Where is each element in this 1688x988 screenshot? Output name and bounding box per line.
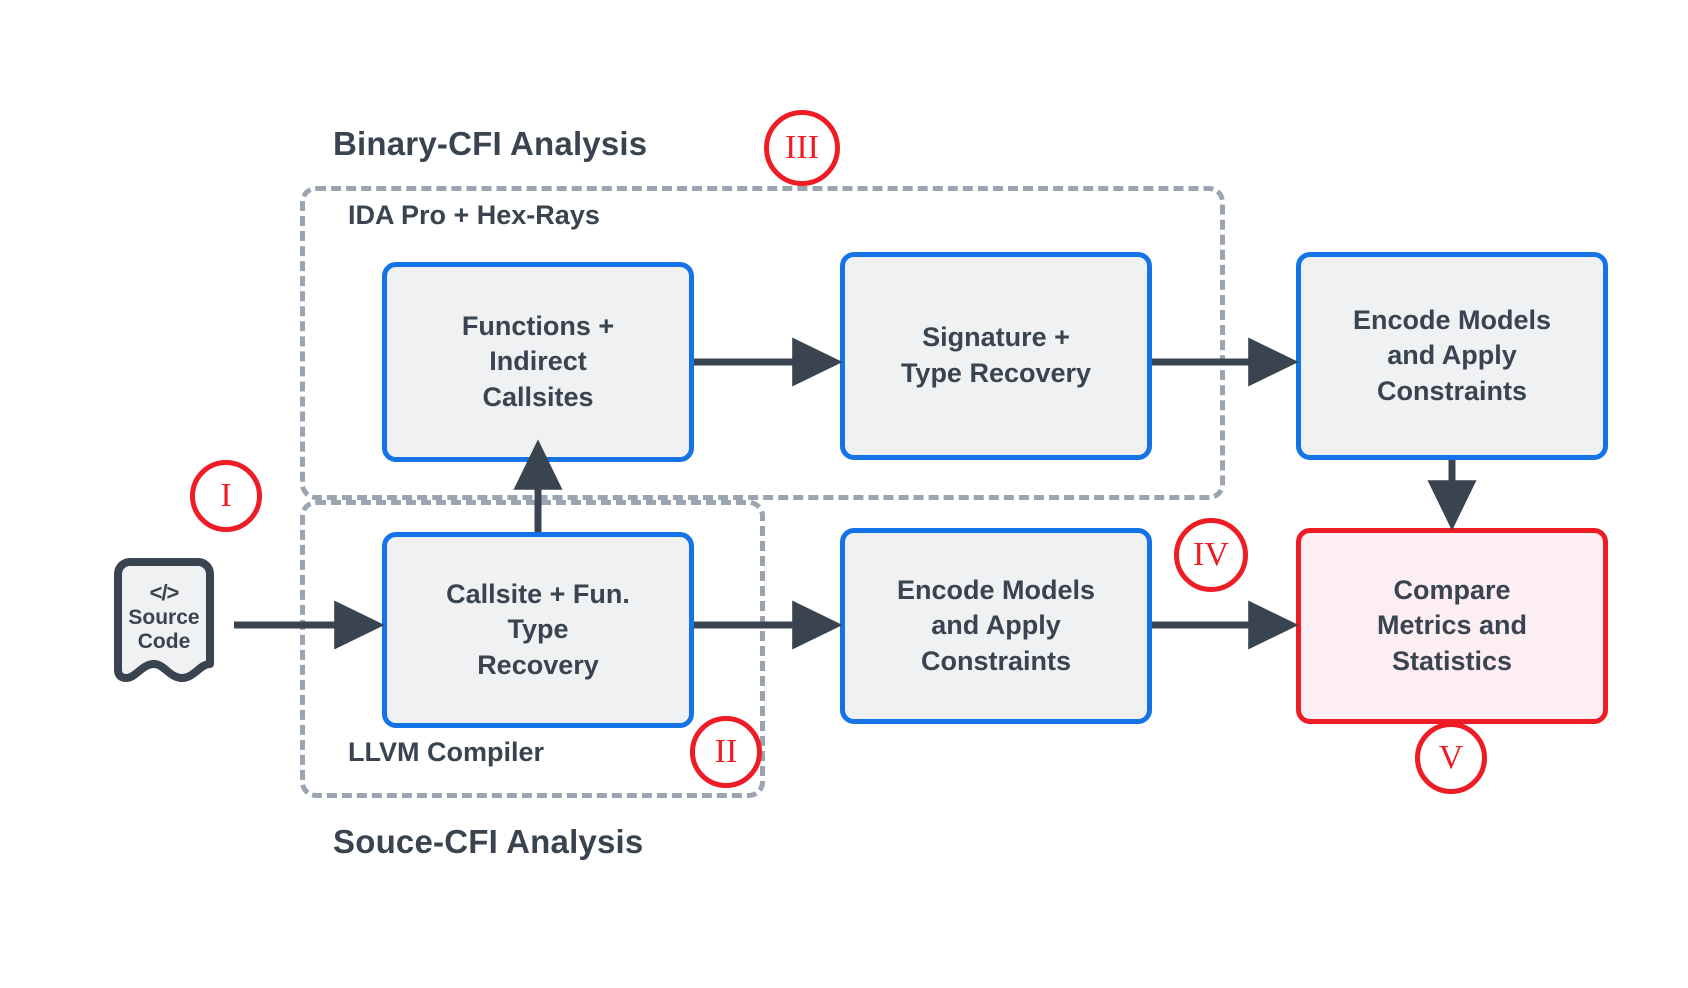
binary-cfi-analysis-title: Binary-CFI Analysis [333,125,648,162]
box-callsite-line3: Recovery [477,649,599,680]
box-callsite-fun-type-recovery[interactable]: Callsite + Fun. Type Recovery [382,532,694,728]
step-badge-iv: IV [1174,518,1248,592]
box-encode-bottom-line3: Constraints [920,645,1072,676]
box-signature-line2: Type Recovery [900,358,1092,388]
box-encode-top-line2: and Apply [1387,340,1517,371]
box-compare-line3: Statistics [1391,645,1513,676]
box-encode-models-apply-constraints-binary[interactable]: Encode Models and Apply Constraints [1296,252,1608,460]
source-cfi-analysis-title: Souce-CFI Analysis [333,823,644,860]
step-badge-i: I [190,460,262,532]
box-compare-line2: Metrics and [1376,610,1528,641]
source-code-node[interactable]: </> Source Code [108,558,234,690]
source-cfi-group-box [300,500,765,798]
box-functions-line3: Callsites [482,381,594,412]
box-callsite-line1: Callsite + Fun. [446,578,630,609]
binary-cfi-group-box [300,186,1225,500]
box-functions-indirect-callsites[interactable]: Functions + Indirect Callsites [382,262,694,462]
box-encode-top-line1: Encode Models [1352,304,1552,335]
box-compare-metrics-statistics[interactable]: Compare Metrics and Statistics [1296,528,1608,724]
ida-pro-hexrays-caption: IDA Pro + Hex-Rays [348,200,600,230]
box-compare-line1: Compare [1393,574,1511,605]
step-badge-ii: II [690,716,762,788]
step-badge-v: V [1415,722,1487,794]
box-signature-line1: Signature + [922,322,1070,353]
llvm-compiler-caption: LLVM Compiler [348,737,545,767]
code-note-icon [114,558,214,682]
step-badge-iii: III [764,110,840,186]
box-encode-bottom-line1: Encode Models [896,574,1096,605]
box-encode-top-line3: Constraints [1376,375,1528,406]
box-signature-type-recovery[interactable]: Signature + Type Recovery [840,252,1152,460]
box-encode-models-apply-constraints-source[interactable]: Encode Models and Apply Constraints [840,528,1152,724]
box-callsite-line2: Type [507,614,569,645]
box-functions-line2: Indirect [489,346,587,377]
box-encode-bottom-line2: and Apply [931,610,1061,641]
box-functions-line1: Functions + [461,310,615,341]
